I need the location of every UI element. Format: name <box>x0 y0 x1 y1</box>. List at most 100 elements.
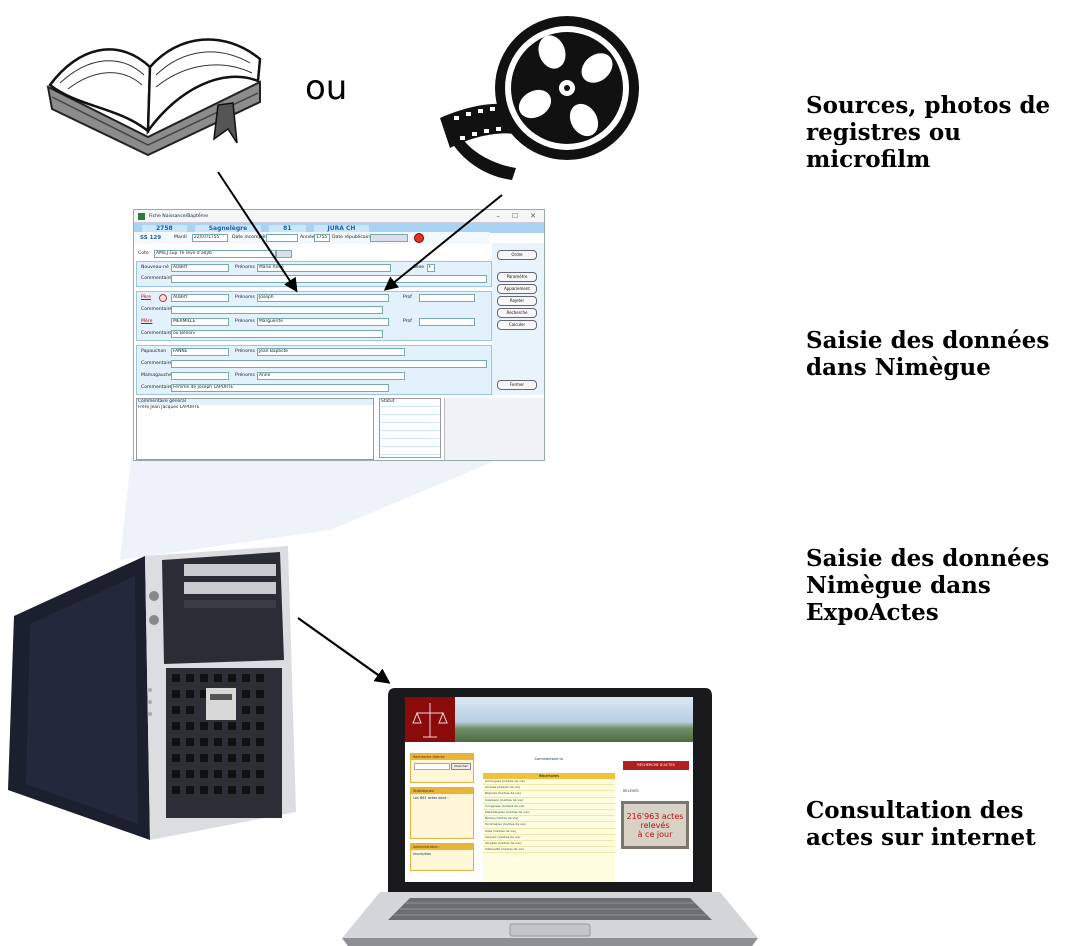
releves-heading: RELEVÉS <box>623 789 639 793</box>
fermer-button[interactable]: Fermer <box>497 380 537 390</box>
parents-section: Père AUBRY Prénoms Joseph Prof Commentai… <box>136 291 492 341</box>
mother-name-field[interactable]: MERMILLE <box>173 319 196 324</box>
site-logo <box>405 697 455 742</box>
father-prof-field[interactable] <box>419 294 475 302</box>
table-row[interactable]: Congénies (Cadres de vie) <box>483 804 615 810</box>
table-row[interactable]: Vauvert (Cadres de vie) <box>483 835 615 841</box>
godfather-name-field[interactable]: FANNE <box>173 349 188 354</box>
date-field[interactable]: 22/07/1755 <box>194 235 220 240</box>
region-name: JURA CH <box>313 224 370 232</box>
nimegue-form-window: Fiche Naissance/Baptême – ☐ ✕ 2758 Sagne… <box>133 209 545 461</box>
search-input[interactable] <box>414 763 450 770</box>
godmother-comment-field[interactable]: Femme de Joseph LAPORTE <box>173 385 234 390</box>
dept-code: 81 <box>269 224 306 232</box>
table-row[interactable]: Bagnols (Cadres de vie) <box>483 791 615 798</box>
year-field[interactable]: 1755 <box>316 235 328 240</box>
arrow-film-to-form <box>383 194 503 291</box>
releves-count: 216'963 actes <box>626 812 684 821</box>
recherche-button[interactable]: Recherche <box>497 308 537 318</box>
search-box-title: Recherche directe <box>411 754 473 760</box>
godfather-comment-field[interactable] <box>171 360 487 368</box>
godfather-prenom-field[interactable]: Jean Baptiste <box>259 349 289 354</box>
records-table-header: Répertoires <box>483 773 615 779</box>
label-saisie-nimegue: Saisie des données dans Nimègue <box>806 327 1050 381</box>
mother-comment-label: Commentaires <box>141 331 175 336</box>
ordre-button[interactable]: Ordre <box>497 250 537 260</box>
republican-date-field[interactable] <box>370 234 408 242</box>
calendar-icon[interactable] <box>414 233 424 243</box>
mother-label[interactable]: Mère <box>141 319 153 324</box>
status-grid[interactable]: Statut <box>379 398 441 458</box>
mother-prenom-label: Prénoms <box>235 319 255 324</box>
window-title: Fiche Naissance/Baptême <box>149 213 209 219</box>
minimize-button[interactable]: – <box>496 212 500 220</box>
father-name-field[interactable]: AUBRY <box>173 295 188 300</box>
child-name-field[interactable]: AUBRY <box>173 265 188 270</box>
buttons-panel <box>492 243 544 395</box>
appariement-button[interactable]: Appariement <box>497 284 537 294</box>
table-row[interactable]: Villevieille (Cadres de vie) <box>483 847 615 854</box>
mother-prenom-field[interactable]: Marguerite <box>259 319 283 324</box>
general-comment-label: Commentaire général <box>137 399 373 405</box>
mother-prof-field[interactable] <box>419 318 475 326</box>
stats-box-title: Statistiques <box>411 788 473 794</box>
search-button[interactable]: Chercher <box>451 763 471 770</box>
father-comment-field[interactable] <box>171 306 383 314</box>
releves-line2: relevés <box>640 821 670 830</box>
expoactes-website: Recherche directe Chercher Statistiques … <box>405 697 693 882</box>
godmother-label: Mamagauche <box>141 373 172 378</box>
day-label: Mardi <box>174 235 187 240</box>
table-row[interactable]: Nîmes (Cadres de vie) <box>483 816 615 823</box>
recherche-actes-button[interactable]: RECHERCHE D'ACTES <box>623 761 689 770</box>
father-label[interactable]: Père <box>141 295 152 300</box>
rejeter-button[interactable]: Rejeter <box>497 296 537 306</box>
sexe-label: Sexe <box>413 265 425 270</box>
stats-box: Statistiques Les 661 actes dont : <box>410 787 474 839</box>
calculer-button[interactable]: Calculer <box>497 320 537 330</box>
godparents-section: Papauchon FANNE Prénoms Jean Baptiste Co… <box>136 345 492 395</box>
releves-counter: 216'963 actes relevés à ce jour <box>621 801 689 849</box>
stats-summary[interactable]: Les 661 actes dont : <box>413 796 449 800</box>
father-prenom-field[interactable]: Joseph <box>259 295 274 300</box>
close-window-button[interactable]: ✕ <box>530 212 536 220</box>
commune-name: Sagnelègre <box>194 224 262 232</box>
table-row[interactable]: Calvisson (Cadres de vie) <box>483 798 615 804</box>
parametre-button[interactable]: Paramètre <box>497 272 537 282</box>
commune-code: 2758 <box>142 224 187 232</box>
connector-word: ou <box>305 68 348 108</box>
general-comment-area[interactable]: Commentaire général Frère Jean Jacques L… <box>136 398 374 460</box>
records-table: Répertoires Aimargues (Cadres de vie) An… <box>483 773 615 882</box>
godmother-prenom-label: Prénoms <box>235 373 255 378</box>
child-comment-field[interactable] <box>171 275 487 283</box>
godfather-label: Papauchon <box>141 349 167 354</box>
table-row[interactable]: Aimargues (Cadres de vie) <box>483 779 615 786</box>
server-tower-icon <box>8 546 296 840</box>
child-prenom-field[interactable]: Marie Anne <box>259 265 284 270</box>
admin-box: Administration Inscription <box>410 843 474 871</box>
inscription-link[interactable]: Inscription <box>413 852 432 856</box>
date-incomplete-field[interactable] <box>266 234 298 242</box>
father-link-icon[interactable] <box>159 294 167 302</box>
table-row[interactable]: Sommières (Cadres de vie) <box>483 822 615 829</box>
app-icon <box>138 212 145 220</box>
godfather-comment-label: Commentaires <box>141 361 175 366</box>
maximize-button[interactable]: ☐ <box>511 212 519 220</box>
empty-panel <box>444 398 544 460</box>
table-row[interactable]: Marsillargues (Cadres de vie) <box>483 810 615 817</box>
father-prenom-label: Prénoms <box>235 295 255 300</box>
table-row[interactable]: Uzès (Cadres de vie) <box>483 829 615 835</box>
year-label: Année <box>300 235 315 240</box>
godmother-comment-label: Commentaires <box>141 385 175 390</box>
godmother-prenom-field[interactable]: Anne <box>259 373 271 378</box>
godmother-name-field[interactable] <box>171 372 229 380</box>
mother-comment-field[interactable]: ou Bénoni <box>173 331 196 336</box>
sexe-field[interactable]: F <box>429 265 432 270</box>
child-prenom-label: Prénoms <box>235 265 255 270</box>
table-row[interactable]: Anduze (Cadres de vie) <box>483 785 615 792</box>
cote-field[interactable]: AM/LJ sup. fe reve d adj/b <box>156 251 212 256</box>
releves-line3: à ce jour <box>637 830 673 839</box>
arrow-book-to-form <box>217 171 298 293</box>
cote-extra-field[interactable] <box>276 250 292 258</box>
table-row[interactable]: Vergèze (Cadres de vie) <box>483 841 615 848</box>
